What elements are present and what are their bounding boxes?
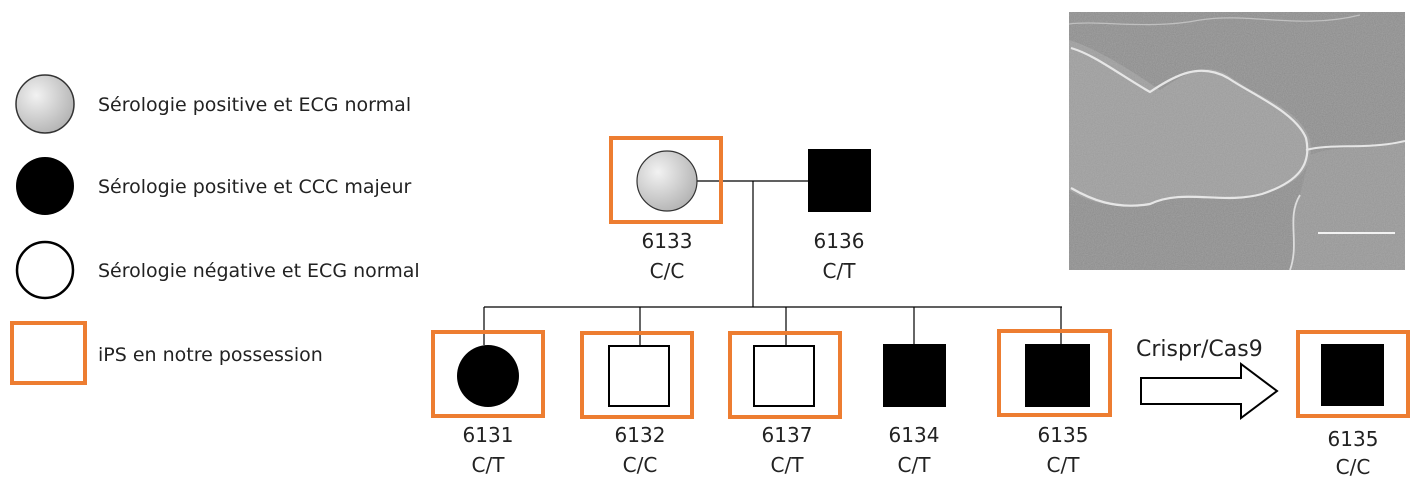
genotype: C/T [823,259,857,283]
legend-label: iPS en notre possession [98,344,323,366]
gray-circle-icon [15,74,75,134]
child-6137: 6137 C/T [728,331,842,477]
individual-id: 6134 [889,423,940,447]
black-square-icon [1025,344,1090,407]
ips-box [431,330,545,418]
individual-id: 6136 [814,229,865,253]
edited-6135: 6135 C/C [1296,330,1410,477]
genotype: C/T [1047,453,1081,477]
legend: Sérologie positive et ECG normal Sérolog… [10,74,420,385]
individual-id: 6132 [615,423,666,447]
parent-6133: 6133 C/C [609,136,723,283]
child-6131: 6131 C/T [431,330,545,477]
ips-box [580,331,694,419]
ips-box [997,329,1112,417]
ips-box [609,136,723,224]
legend-item-black: Sérologie positive et CCC majeur [16,157,411,215]
child-6134: 6134 C/T [883,344,946,477]
legend-item-ips: iPS en notre possession [10,321,323,385]
genotype: C/T [472,453,506,477]
individual-id: 6135 [1328,427,1379,451]
genotype: C/C [623,453,658,477]
individual-id: 6131 [463,423,514,447]
arrow-label: Crispr/Cas9 [1136,337,1263,362]
gray-circle-icon [636,150,698,212]
child-6132: 6132 C/C [580,331,694,477]
black-square-icon [883,344,946,407]
black-square-icon [808,149,871,212]
child-6135: 6135 C/T [997,329,1112,477]
legend-label: Sérologie négative et ECG normal [98,260,420,282]
ips-box [1296,330,1410,418]
orange-box-icon [10,321,87,385]
crispr-step: Crispr/Cas9 [1136,337,1279,420]
white-circle-icon [15,240,75,300]
right-arrow-icon [1140,362,1279,420]
legend-item-white: Sérologie négative et ECG normal [15,240,420,300]
parent-6136: 6136 C/T [808,149,871,283]
genotype: C/C [1336,455,1371,477]
genotype: C/C [650,259,685,283]
white-square-icon [608,345,670,407]
micrograph-image [1069,12,1405,270]
individual-id: 6133 [642,229,693,253]
legend-label: Sérologie positive et CCC majeur [98,176,411,198]
white-square-icon [753,345,815,407]
black-square-icon [1321,344,1384,406]
pedigree-lines [483,180,1062,346]
legend-label: Sérologie positive et ECG normal [98,94,411,116]
individual-id: 6135 [1038,423,1089,447]
genotype: C/T [771,453,805,477]
ips-box [728,331,842,419]
black-circle-icon [457,345,519,407]
legend-item-gray: Sérologie positive et ECG normal [15,74,411,134]
black-circle-icon [16,157,74,215]
genotype: C/T [898,453,932,477]
individual-id: 6137 [762,423,813,447]
